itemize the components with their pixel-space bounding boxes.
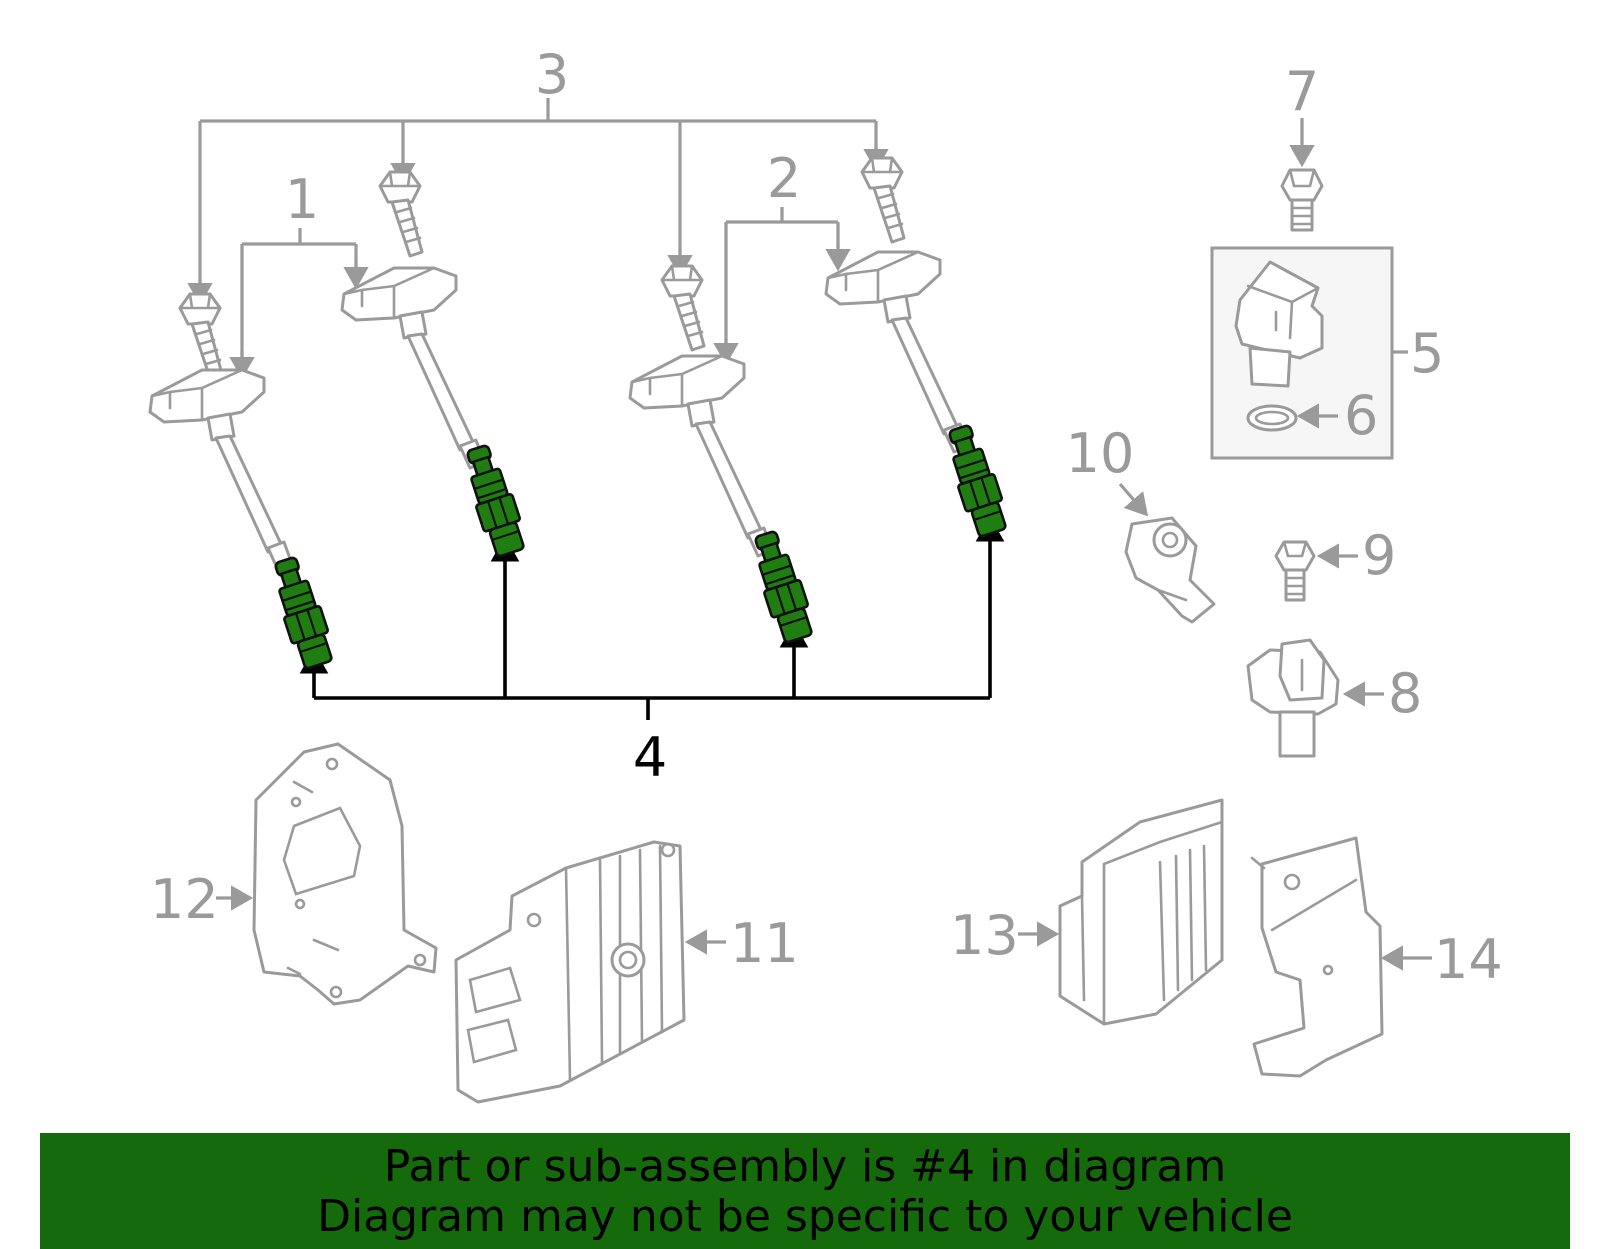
callout-14: 14 xyxy=(1434,928,1503,991)
engine-control-unit-13 xyxy=(1058,798,1224,1026)
callout-7: 7 xyxy=(1285,60,1319,123)
ignition-coil-2a xyxy=(628,354,774,558)
callout-8: 8 xyxy=(1388,662,1422,725)
callout-5: 5 xyxy=(1410,322,1444,385)
leader-3 xyxy=(198,98,878,300)
callout-13: 13 xyxy=(950,904,1019,967)
leader-2 xyxy=(724,207,840,346)
leader-4 xyxy=(312,528,992,720)
bolt-part-3b xyxy=(378,170,424,258)
crank-sensor-8 xyxy=(1246,638,1340,758)
ignition-coil-2b xyxy=(824,250,970,454)
spark-plug-a xyxy=(265,552,339,672)
spark-plug-c xyxy=(745,526,819,646)
bolt-part-3a xyxy=(178,292,224,380)
bolt-part-3c xyxy=(660,264,706,352)
banner-line-2: Diagram may not be specific to your vehi… xyxy=(317,1191,1293,1242)
callout-1: 1 xyxy=(285,168,319,231)
ignition-coil-1a xyxy=(148,368,294,572)
bolt-part-9 xyxy=(1274,540,1316,602)
bolt-part-7 xyxy=(1280,168,1324,232)
spark-plug-b xyxy=(457,440,531,560)
callout-9: 9 xyxy=(1362,524,1396,587)
ignition-coil-1b xyxy=(340,266,486,470)
callout-2: 2 xyxy=(767,147,801,210)
bolt-part-3d xyxy=(860,156,906,244)
callout-4: 4 xyxy=(633,726,667,789)
callout-10: 10 xyxy=(1066,422,1135,485)
bracket-14 xyxy=(1250,836,1384,1078)
callout-6: 6 xyxy=(1344,384,1378,447)
knock-sensor-10 xyxy=(1124,516,1216,624)
bracket-12 xyxy=(252,742,438,1006)
info-banner: Part or sub-assembly is #4 in diagram Di… xyxy=(40,1133,1570,1249)
banner-line-1: Part or sub-assembly is #4 in diagram xyxy=(383,1141,1227,1192)
callout-12: 12 xyxy=(150,868,219,931)
o-ring-6 xyxy=(1246,404,1298,432)
callout-11: 11 xyxy=(730,912,799,975)
control-module-11 xyxy=(454,840,686,1104)
callout-3: 3 xyxy=(535,43,569,106)
camshaft-sensor-5 xyxy=(1234,260,1324,388)
leader-1 xyxy=(240,228,358,360)
spark-plug-d xyxy=(939,420,1013,540)
